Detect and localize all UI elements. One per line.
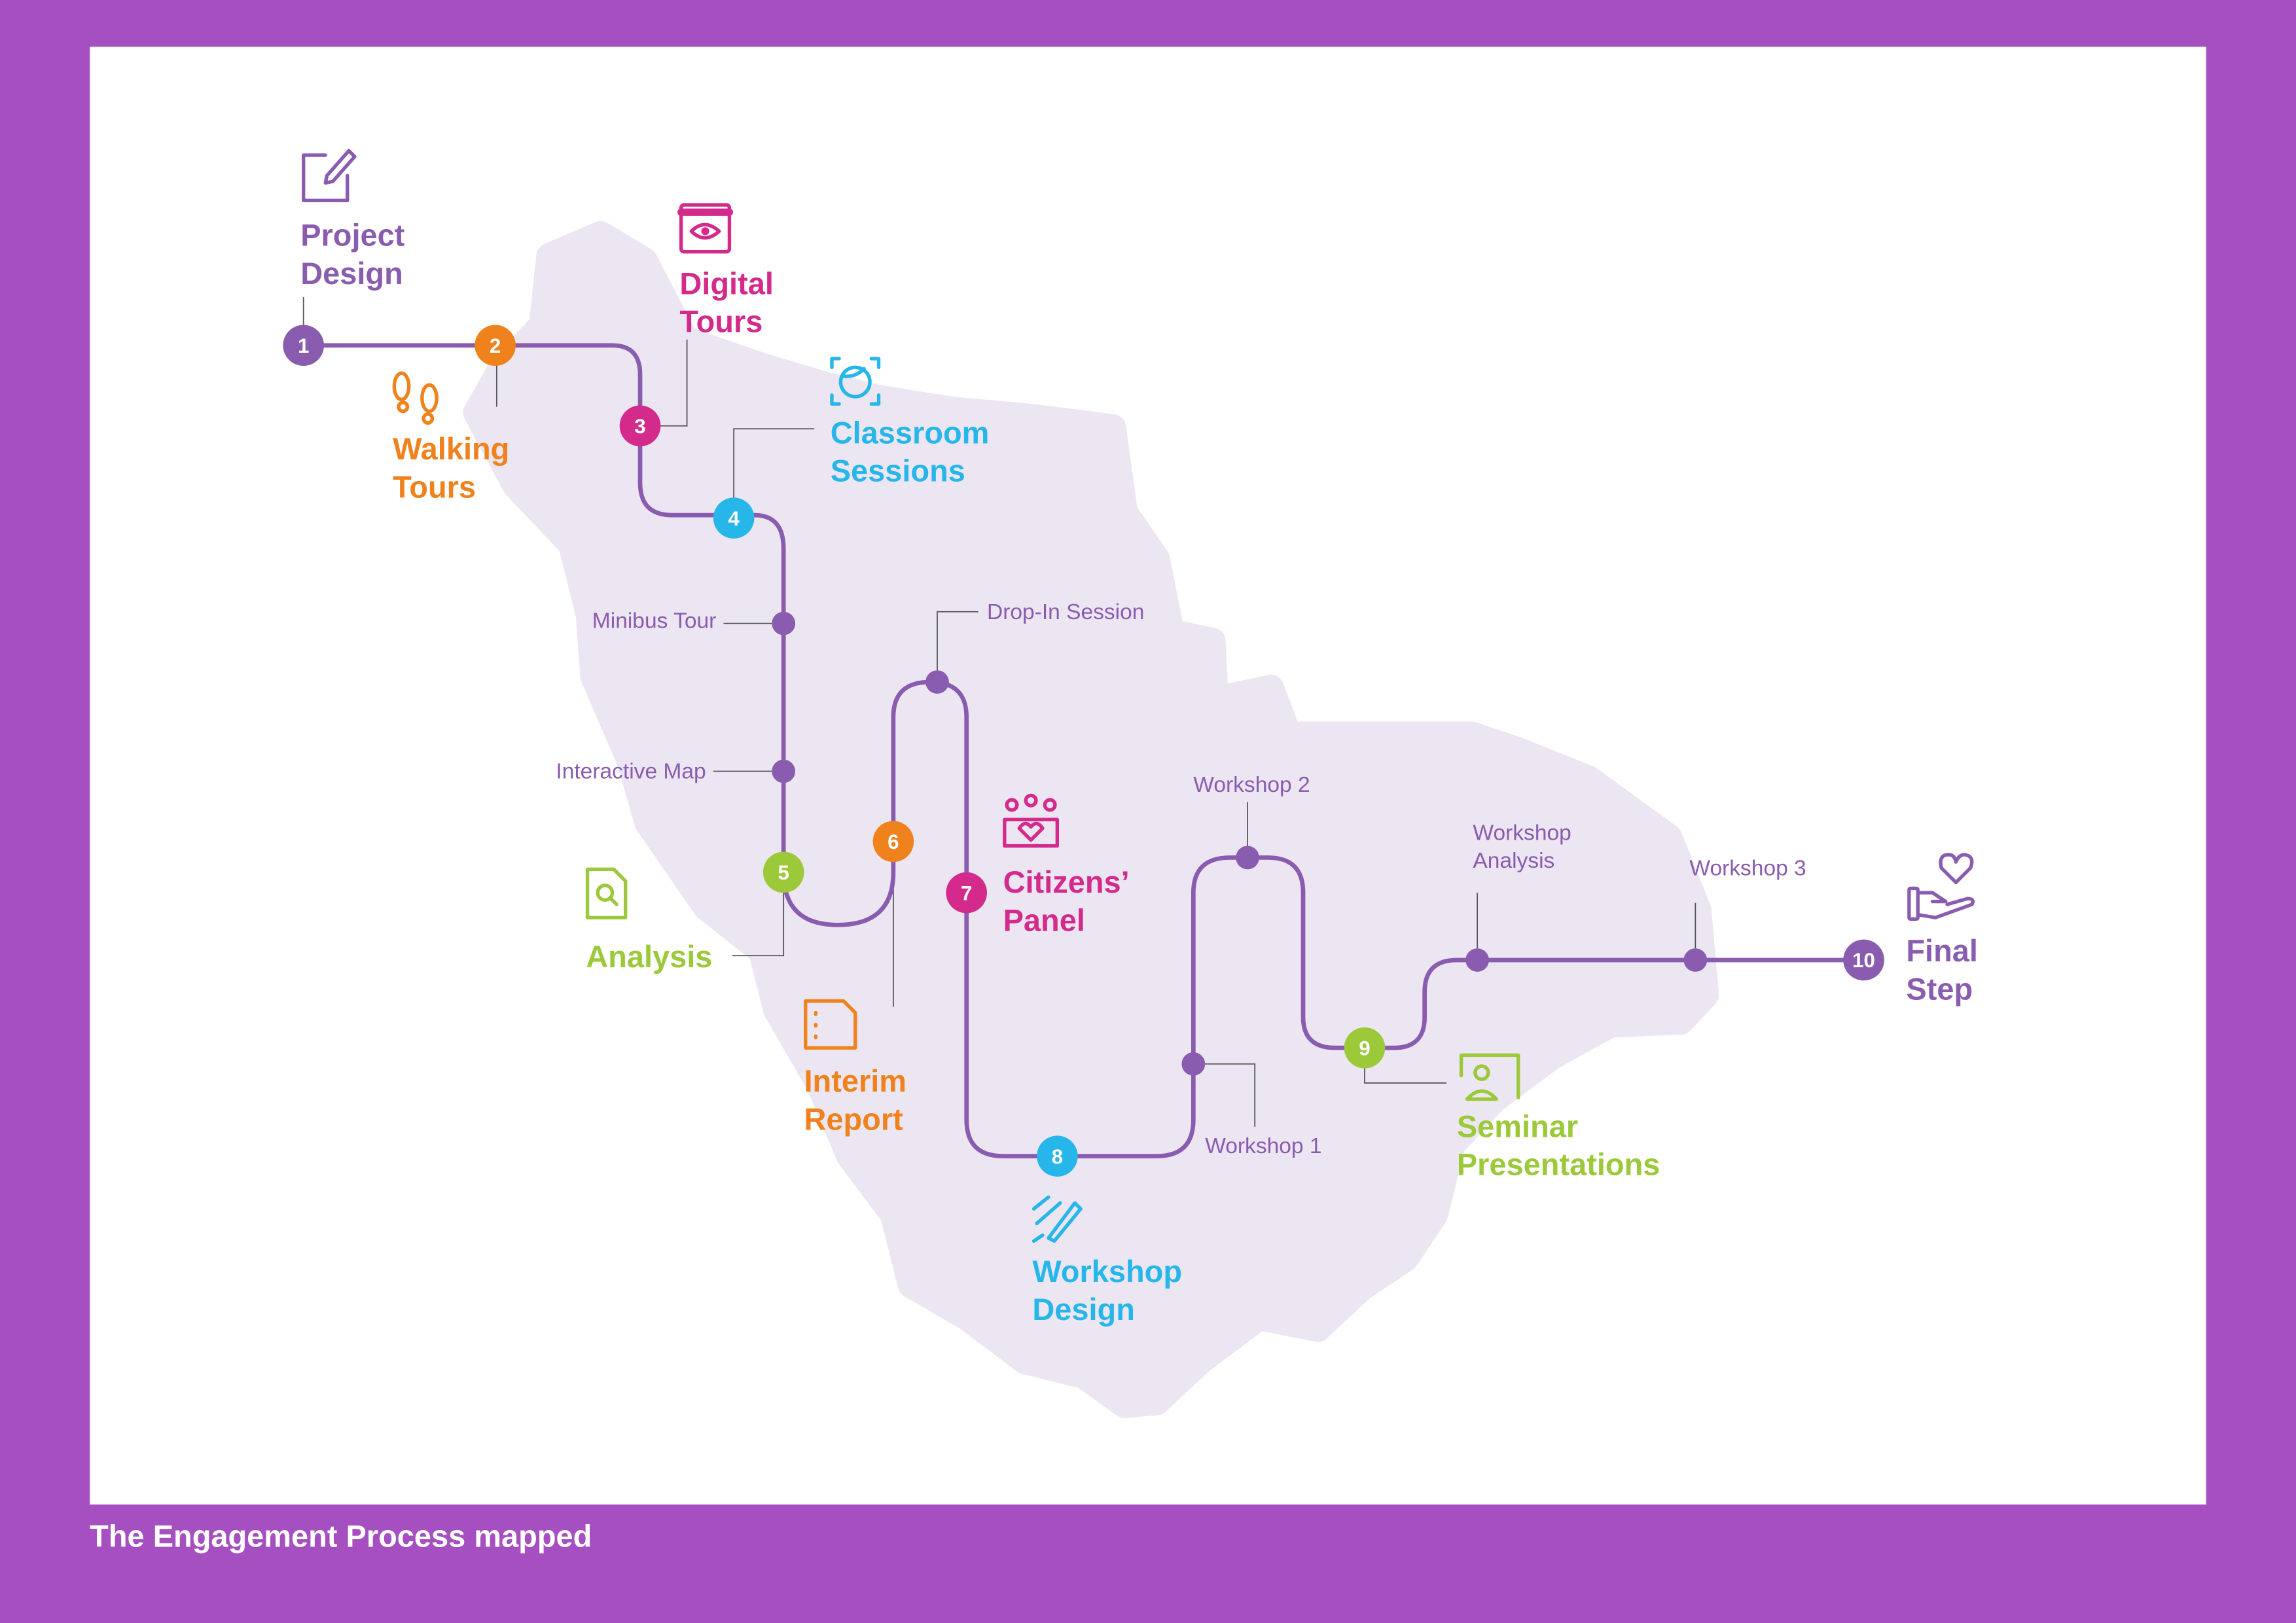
svg-text:9: 9	[1359, 1037, 1370, 1060]
route-line	[303, 343, 1864, 1158]
svg-text:7: 7	[961, 882, 972, 904]
report-icon	[804, 999, 857, 1050]
milestone-dot	[1465, 948, 1490, 972]
milestone-drop-in-session: Drop-In Session	[987, 600, 1144, 624]
svg-text:1: 1	[298, 334, 309, 357]
step-circle-10: 10	[1843, 939, 1884, 981]
map-silhouette	[463, 221, 1719, 1418]
step-circle-2: 2	[475, 325, 516, 366]
svg-text:2: 2	[490, 334, 501, 357]
step-circle-9: 9	[1344, 1027, 1386, 1069]
step-circle-8: 8	[1037, 1135, 1078, 1177]
milestone-dot	[1683, 948, 1708, 972]
presenter-icon	[1459, 1053, 1520, 1101]
milestone-interactive-map: Interactive Map	[556, 760, 706, 784]
edit-icon	[302, 149, 357, 203]
caption: The Engagement Process mapped	[90, 1519, 592, 1554]
milestone-workshop-1: Workshop 1	[1205, 1134, 1321, 1158]
document-search-icon	[585, 867, 628, 919]
step-circle-7: 7	[946, 872, 988, 914]
step-circle-5: 5	[762, 851, 804, 893]
face-scan-icon	[830, 357, 881, 406]
svg-text:4: 4	[728, 507, 740, 530]
browser-eye-icon	[677, 203, 734, 254]
svg-text:3: 3	[634, 415, 645, 438]
milestone-dot	[1181, 1052, 1206, 1076]
milestone-workshop-2: Workshop 2	[1193, 773, 1310, 797]
step-circle-3: 3	[619, 405, 661, 447]
milestone-workshop-3: Workshop 3	[1689, 856, 1806, 880]
milestone-dot	[772, 759, 796, 783]
people-heart-icon	[1003, 793, 1060, 848]
step-circle-1: 1	[283, 325, 324, 366]
milestone-minibus-tour: Minibus Tour	[592, 609, 716, 633]
step-title-analysis: Analysis	[586, 939, 712, 974]
svg-text:5: 5	[778, 861, 789, 884]
milestone-dot	[1236, 846, 1259, 870]
footprints-icon	[392, 371, 439, 425]
step-circle-6: 6	[872, 821, 914, 863]
step-circle-4: 4	[713, 497, 755, 539]
milestone-dot	[772, 611, 796, 635]
svg-text:8: 8	[1052, 1145, 1063, 1168]
hand-heart-icon	[1907, 853, 1975, 921]
milestone-dots	[772, 611, 1708, 1076]
pen-ruler-icon	[1031, 1195, 1083, 1243]
step-title-citizens-panel: Citizens’Panel	[1003, 865, 1130, 937]
svg-text:10: 10	[1852, 949, 1875, 972]
milestone-dot	[925, 670, 949, 694]
svg-text:6: 6	[888, 830, 899, 853]
